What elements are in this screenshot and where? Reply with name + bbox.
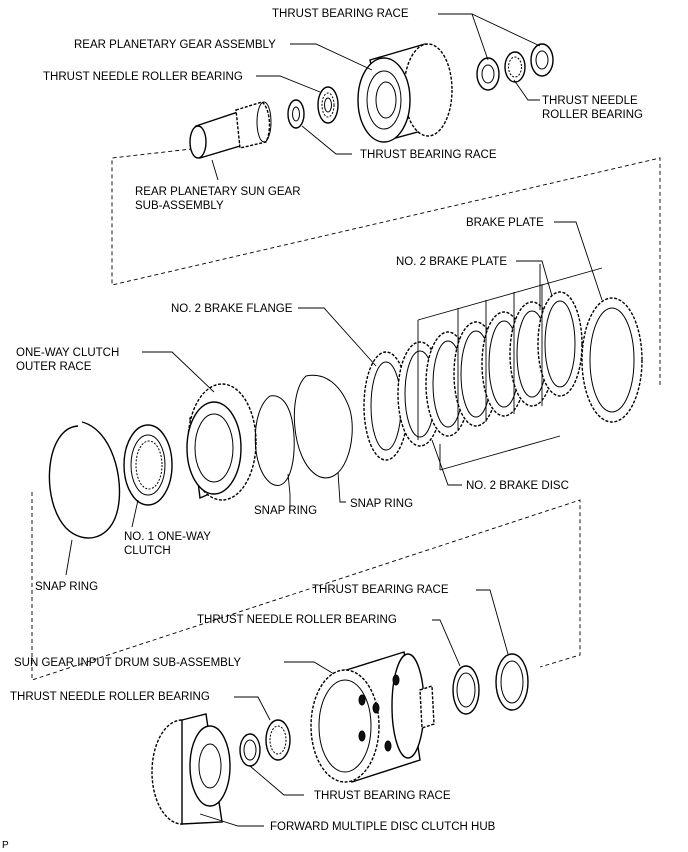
rear-planetary-sun-gear-part: [189, 101, 272, 159]
one-way-clutch-outer-race-part: [186, 383, 257, 501]
label-no2-brake-disc: NO. 2 BRAKE DISC: [466, 480, 569, 492]
label-rear-planetary-gear-assembly: REAR PLANETARY GEAR ASSEMBLY: [74, 39, 276, 51]
label-rear-planetary-sun-gear-1: REAR PLANETARY SUN GEAR: [135, 186, 301, 198]
label-brake-plate: BRAKE PLATE: [466, 217, 544, 229]
label-sun-gear-input-drum: SUN GEAR INPUT DRUM SUB-ASSEMBLY: [14, 657, 241, 669]
thrust-bearing-race-mid-part: [287, 99, 305, 129]
label-thrust-needle-roller-bearing-top-right-1: THRUST NEEDLE: [542, 95, 638, 107]
label-thrust-bearing-race-mid: THRUST BEARING RACE: [360, 149, 497, 161]
label-thrust-needle-roller-bearing-top-left: THRUST NEEDLE ROLLER BEARING: [43, 71, 243, 83]
label-thrust-bearing-race-top: THRUST BEARING RACE: [272, 8, 409, 20]
callout-labels: THRUST BEARING RACE REAR PLANETARY GEAR …: [2, 8, 643, 851]
label-no1-one-way-clutch-1: NO. 1 ONE-WAY: [124, 531, 211, 543]
thrust-needle-bearing-upper-left-part: [317, 86, 339, 124]
label-thrust-bearing-race-lower: THRUST BEARING RACE: [312, 584, 449, 596]
no2-brake-flange-part: [363, 351, 409, 461]
forward-clutch-hub-part: [151, 713, 231, 825]
label-thrust-needle-roller-bearing-bottom: THRUST NEEDLE ROLLER BEARING: [10, 691, 210, 703]
thrust-needle-bearing-bottom-part: [239, 719, 291, 767]
rear-planetary-gear-assembly-part: [357, 43, 453, 143]
label-no2-brake-flange: NO. 2 BRAKE FLANGE: [171, 303, 293, 315]
label-one-way-clutch-outer-race-1: ONE-WAY CLUTCH: [16, 347, 119, 359]
label-rear-planetary-sun-gear-2: SUB-ASSEMBLY: [135, 200, 224, 212]
label-snap-ring-center: SNAP RING: [254, 505, 317, 517]
label-snap-ring-left: SNAP RING: [35, 581, 98, 593]
label-forward-multiple-disc-clutch-hub: FORWARD MULTIPLE DISC CLUTCH HUB: [270, 821, 496, 833]
snap-rings-center-part: [254, 374, 353, 486]
brake-disc-stack-part: [397, 291, 643, 447]
label-snap-ring-right: SNAP RING: [350, 498, 413, 510]
thrust-bearing-races-top-part: [476, 43, 554, 91]
assembly-guide-lines: [31, 147, 661, 681]
corner-mark: P: [2, 840, 9, 851]
label-one-way-clutch-outer-race-2: OUTER RACE: [16, 361, 92, 373]
label-no2-brake-plate: NO. 2 BRAKE PLATE: [396, 256, 507, 268]
no1-one-way-clutch-part: [123, 424, 173, 506]
label-thrust-needle-roller-bearing-top-right-2: ROLLER BEARING: [542, 109, 643, 121]
label-thrust-bearing-race-bottom: THRUST BEARING RACE: [314, 790, 451, 802]
leader-lines: [65, 13, 603, 827]
label-thrust-needle-roller-bearing-lower: THRUST NEEDLE ROLLER BEARING: [197, 614, 397, 626]
snap-ring-left-part: [48, 421, 121, 539]
sun-gear-input-drum-part: [310, 651, 435, 783]
label-no1-one-way-clutch-2: CLUTCH: [124, 545, 171, 557]
thrust-races-lower-part: [452, 653, 529, 715]
